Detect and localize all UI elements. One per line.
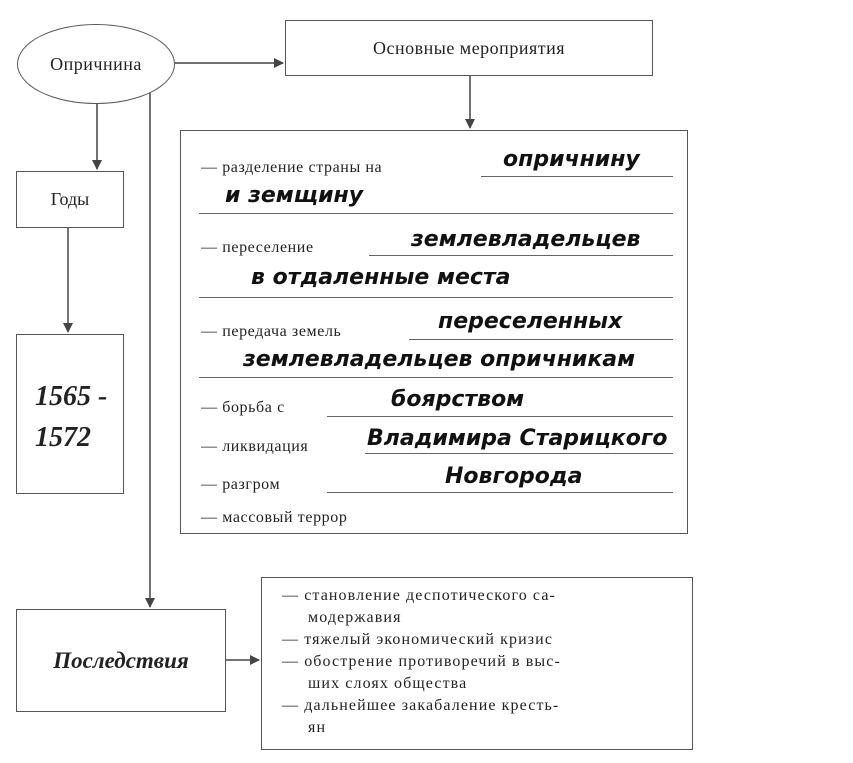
years-value-line1: 1565 - [35,381,108,412]
consequence-line-5: ших слоях общества [308,675,468,692]
oprichnina-label: Опричнина [50,53,142,74]
years-node: Годы [16,171,124,228]
consequence-line-3: — тяжелый экономический кризис [282,631,554,648]
consequences-box: — становление деспотического са- модержа… [261,577,693,750]
measure-3-blank-1 [409,339,673,340]
measure-2-answer-1: землевладельцев [411,227,641,252]
main-measures-title: Основные мероприятия [372,37,566,58]
measure-7-prefix: — массовый террор [201,509,348,526]
measure-6-blank [327,492,673,493]
measure-3-blank-2 [199,377,673,378]
measure-4-blank [327,416,673,417]
consequence-line-2: модержавия [308,609,402,626]
consequence-line-1: — становление деспотического са- [282,587,556,604]
consequences-label: Последствия [53,647,189,673]
measure-1-prefix: — разделение страны на [201,159,383,176]
measure-3-answer-1: переселенных [438,309,623,334]
measure-5-answer: Владимира Старицкого [367,426,668,451]
measure-2-blank-2 [199,297,673,298]
consequences-node: Последствия [16,609,226,712]
measure-2-prefix: — переселение [201,239,314,256]
measure-6-answer: Новгорода [445,464,583,489]
years-value-box: 1565 - 1572 [16,334,124,494]
measures-box: — разделение страны на опричнину и земщи… [180,130,688,534]
consequence-line-6: — дальнейшее закабаление кресть- [282,697,560,714]
measure-2-blank-1 [369,255,673,256]
years-value-line2: 1572 [35,421,91,453]
measure-3-answer-2: землевладельцев опричникам [243,347,636,372]
measure-4-answer: боярством [391,387,525,412]
oprichnina-node: Опричнина [17,24,175,104]
measure-5-blank [365,453,673,454]
measure-1-answer-1: опричнину [503,147,640,172]
measure-6-prefix: — разгром [201,476,281,493]
measure-1-answer-2: и земщину [225,183,364,208]
main-measures-header: Основные мероприятия [285,20,653,76]
consequence-line-7: ян [308,719,327,736]
measure-1-blank-2 [199,213,673,214]
years-label: Годы [50,189,90,209]
measure-2-answer-2: в отдаленные места [251,265,511,290]
measure-5-prefix: — ликвидация [201,438,309,455]
measure-4-prefix: — борьба с [201,399,285,416]
measure-1-blank-1 [481,176,673,177]
years-value: 1565 - 1572 [35,377,107,458]
consequence-line-4: — обострение противоречий в выс- [282,653,561,670]
measure-3-prefix: — передача земель [201,323,342,340]
